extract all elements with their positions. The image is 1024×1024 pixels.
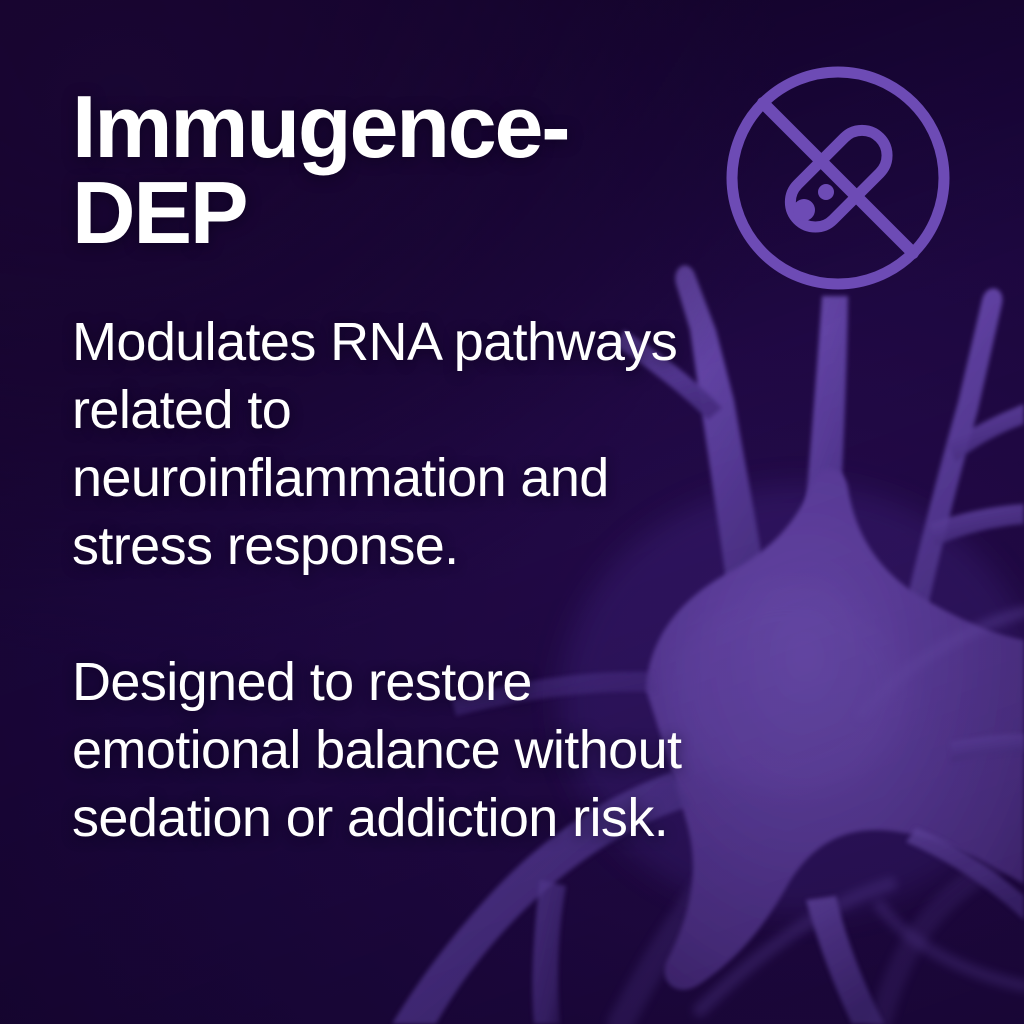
description-paragraph-2: Designed to restore emotional balance wi… [72,652,682,849]
page-title: Immugence- DEP [72,77,571,263]
slash-line [757,97,919,259]
body-copy: Modulates RNA pathways related to neuroi… [72,308,692,852]
pill-dots [793,184,834,221]
prohibition-circle [726,66,950,290]
no-pill-icon [722,62,954,294]
description-paragraph-1: Modulates RNA pathways related to neuroi… [72,312,678,577]
text-content: Immugence- DEP Modulates RNA pathways re… [72,77,692,852]
